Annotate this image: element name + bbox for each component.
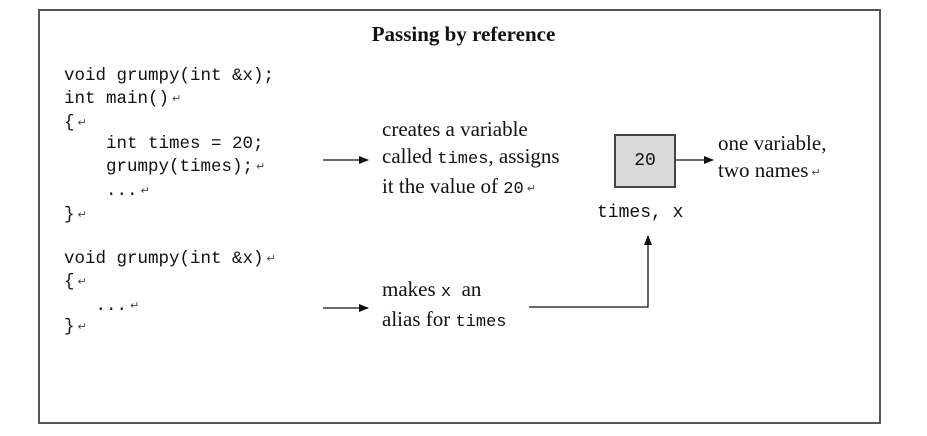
- paragraph-mark-icon: ↵: [77, 275, 87, 288]
- one-variable-note: one variable, two names↵: [718, 131, 827, 182]
- paragraph-mark-icon: ↵: [77, 208, 87, 221]
- code-line: ...↵: [64, 181, 150, 201]
- diagram-title: Passing by reference: [371, 22, 556, 46]
- paragraph-mark-icon: ↵: [140, 184, 150, 197]
- paragraph-mark-icon: ↵: [172, 92, 182, 105]
- creates-variable-note: creates a variable called times, assigns…: [382, 117, 560, 199]
- paragraph-mark-icon: ↵: [811, 166, 821, 179]
- code-line: {↵: [64, 272, 87, 292]
- diagram-frame: [38, 9, 881, 424]
- paragraph-mark-icon: ↵: [256, 160, 266, 173]
- paragraph-mark-icon: ↵: [526, 182, 536, 195]
- code-line: ...↵: [64, 296, 140, 316]
- alias-note: makes x an alias for times: [382, 277, 507, 332]
- paragraph-mark-icon: ↵: [77, 320, 87, 333]
- paragraph-mark-icon: ↵: [130, 299, 140, 312]
- paragraph-mark-icon: ↵: [77, 116, 87, 129]
- paragraph-mark-icon: ↵: [266, 252, 276, 265]
- code-line: {↵: [64, 113, 87, 133]
- code-line: }↵: [64, 205, 87, 225]
- code-line: void grumpy(int &x);: [64, 66, 275, 86]
- code-line: void grumpy(int &x)↵: [64, 249, 276, 269]
- variable-value: 20: [634, 151, 656, 171]
- variable-names-label: times, x: [597, 203, 684, 223]
- code-line: grumpy(times);↵: [64, 157, 266, 177]
- code-line: int times = 20;: [64, 134, 264, 154]
- variable-box: 20: [614, 134, 676, 188]
- arrow-alias-to-box: [529, 235, 652, 308]
- code-line: }↵: [64, 317, 87, 337]
- code-line: int main()↵: [64, 89, 182, 109]
